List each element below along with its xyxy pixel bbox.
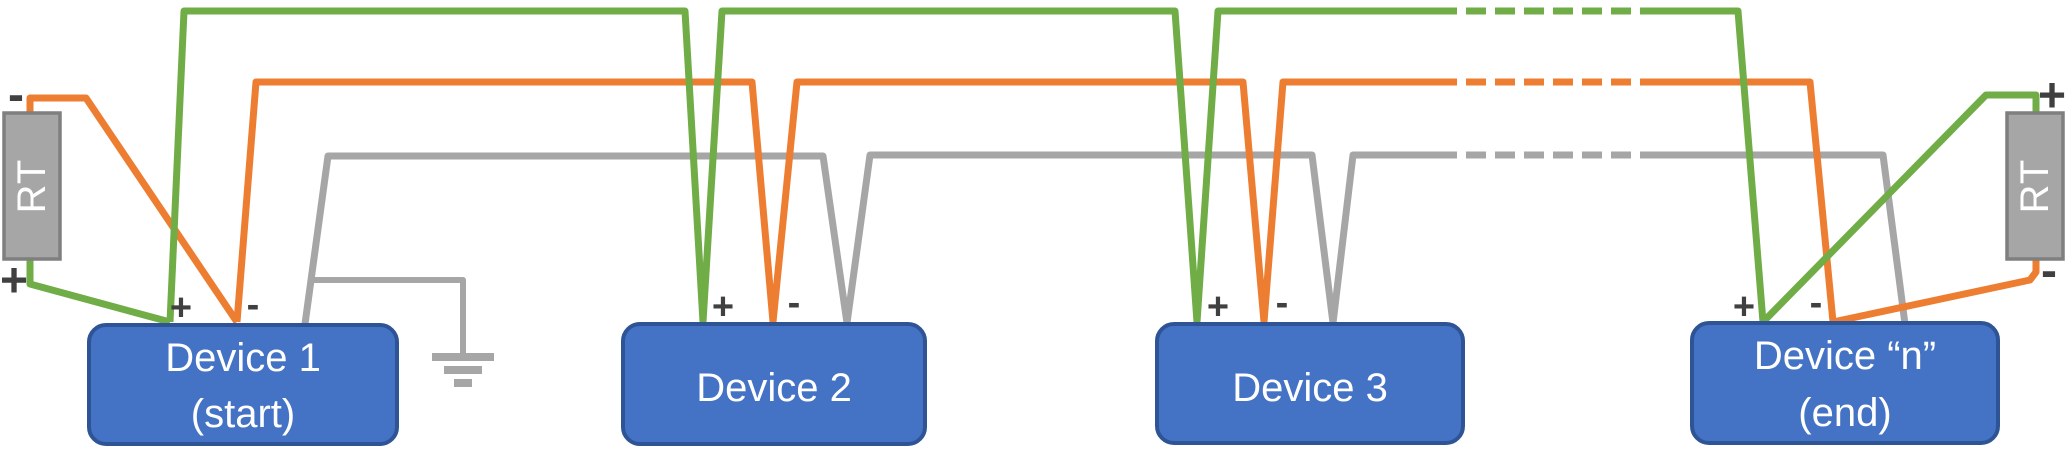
ground-bus-wire xyxy=(301,151,1437,327)
terminator-right-label: RT xyxy=(2013,159,2057,214)
device-3-minus-sign: - xyxy=(1276,282,1289,324)
device-n-body xyxy=(1690,321,2000,445)
device-1-label-line-2: (start) xyxy=(191,392,295,436)
device-n-plus-sign: + xyxy=(1733,286,1755,328)
earth-branch-wire xyxy=(313,277,466,354)
device-3-body xyxy=(1155,322,1465,445)
device-n-label-line-2: (end) xyxy=(1798,391,1891,435)
terminator-left-bottom-sign: + xyxy=(0,255,28,308)
terminator-right: RT + - xyxy=(2005,70,2066,298)
ground-bus-wire-end xyxy=(1660,151,1909,325)
device-n-label-line-1: Device “n” xyxy=(1754,334,1936,378)
device-2: Device 2 + - xyxy=(621,282,927,446)
device-1-body xyxy=(87,323,399,446)
terminator-left: RT - + xyxy=(0,69,62,308)
device-1-minus-sign: - xyxy=(247,284,260,326)
terminator-right-top-sign: + xyxy=(2038,70,2066,123)
device-1: Device 1 (start) + - xyxy=(87,284,399,446)
terminator-right-bottom-sign: - xyxy=(2041,245,2057,298)
plus-wire-rt-left xyxy=(26,259,171,326)
earth-ground-symbol xyxy=(432,353,494,387)
device-n-minus-sign: - xyxy=(1810,282,1823,324)
device-2-minus-sign: - xyxy=(788,282,801,324)
device-3-plus-sign: + xyxy=(1207,286,1229,328)
device-2-label-line-1: Device 2 xyxy=(696,366,852,410)
minus-bus-wire xyxy=(233,78,1437,326)
terminator-left-top-sign: - xyxy=(8,69,24,122)
plus-bus-wire xyxy=(166,7,1437,326)
terminator-right-body xyxy=(2005,111,2065,261)
minus-bus-wire-end xyxy=(1660,78,2040,326)
plus-bus-wire-end xyxy=(1660,7,2040,326)
device-3-label-line-1: Device 3 xyxy=(1232,366,1388,410)
terminator-left-label: RT xyxy=(10,159,54,214)
device-1-label-line-1: Device 1 xyxy=(165,336,321,380)
device-2-body xyxy=(621,322,927,446)
minus-wire-rt-left xyxy=(26,94,240,324)
device-2-plus-sign: + xyxy=(712,286,734,328)
terminator-left-body xyxy=(2,111,62,261)
device-1-plus-sign: + xyxy=(170,287,192,329)
device-n: Device “n” (end) + - xyxy=(1690,282,2000,445)
device-3: Device 3 + - xyxy=(1155,282,1465,445)
